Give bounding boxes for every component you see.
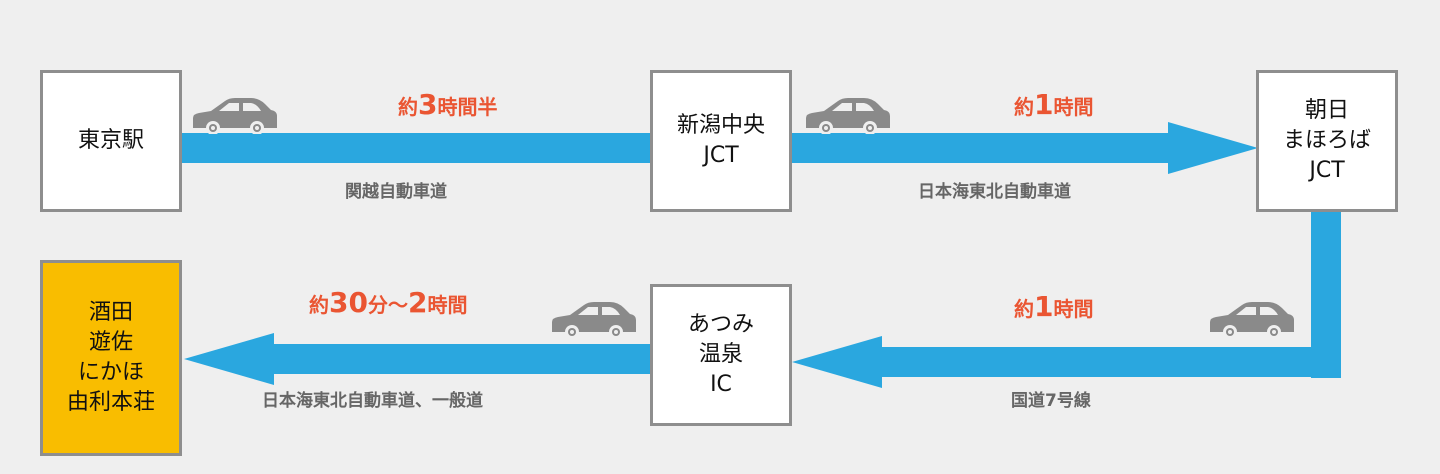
node-destination: 酒田 遊佐 にかほ 由利本荘 xyxy=(40,260,182,456)
node-niigata-chuo-jct: 新潟中央 JCT xyxy=(650,70,792,212)
time-number: 3 xyxy=(418,88,438,121)
time-prefix: 約 xyxy=(309,293,329,317)
travel-time: 約1時間 xyxy=(1014,290,1093,323)
car-icon xyxy=(552,302,636,338)
time-suffix: 時間 xyxy=(1053,297,1094,321)
arrow-head-right xyxy=(1168,122,1258,174)
time-number: 2 xyxy=(407,286,428,319)
road-name: 日本海東北自動車道、一般道 xyxy=(262,391,483,411)
route-niigata-asahi xyxy=(792,133,1172,163)
arrow-head-left xyxy=(792,336,882,388)
time-mid: 分～ xyxy=(367,293,408,317)
route-asahi-atsumi xyxy=(880,347,1341,377)
car-icon xyxy=(1210,302,1294,338)
route-atsumi-dest xyxy=(268,344,652,374)
node-tokyo-station: 東京駅 xyxy=(40,70,182,212)
car-icon xyxy=(193,98,277,134)
node-label: JCT xyxy=(703,143,739,168)
road-name: 日本海東北自動車道 xyxy=(918,182,1071,202)
time-suffix: 時間 xyxy=(1053,95,1094,119)
arrow-head-left xyxy=(184,333,274,385)
road-name: 関越自動車道 xyxy=(345,182,447,202)
time-number: 1 xyxy=(1034,88,1054,121)
time-prefix: 約 xyxy=(1014,297,1034,321)
node-label: 温泉 xyxy=(698,342,743,367)
node-label: まほろば xyxy=(1282,128,1371,153)
time-suffix: 時間半 xyxy=(437,95,498,119)
time-suffix: 時間 xyxy=(427,293,468,317)
node-label: 酒田 xyxy=(88,300,133,325)
node-label: にかほ xyxy=(77,360,144,385)
node-label: あつみ xyxy=(687,312,754,337)
car-icon xyxy=(806,98,890,134)
time-number: 1 xyxy=(1034,290,1054,323)
time-prefix: 約 xyxy=(398,95,418,119)
travel-time: 約30分～2時間 xyxy=(309,286,467,319)
node-label: 遊佐 xyxy=(88,330,133,355)
road-name: 国道7号線 xyxy=(1011,391,1091,411)
time-prefix: 約 xyxy=(1014,95,1034,119)
time-number: 30 xyxy=(329,286,368,319)
node-label: JCT xyxy=(1309,158,1345,183)
node-label: IC xyxy=(710,372,732,397)
travel-time: 約1時間 xyxy=(1014,88,1093,121)
node-atsumi-onsen-ic: あつみ 温泉 IC xyxy=(650,284,792,426)
node-label: 新潟中央 xyxy=(676,113,765,138)
node-label: 東京駅 xyxy=(77,128,144,153)
route-tokyo-niigata xyxy=(180,133,652,163)
node-asahi-mahoroba-jct: 朝日 まほろば JCT xyxy=(1256,70,1398,212)
node-label: 朝日 xyxy=(1304,98,1349,123)
node-label: 由利本荘 xyxy=(66,390,155,415)
travel-time: 約3時間半 xyxy=(398,88,497,121)
